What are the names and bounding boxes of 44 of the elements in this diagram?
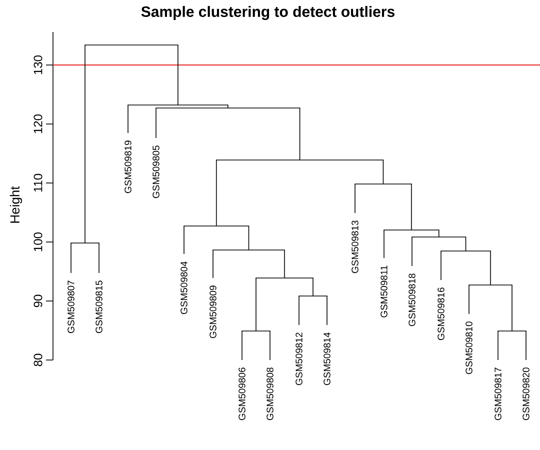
sample-label: GSM509814	[324, 332, 330, 386]
sample-label: GSM509810	[466, 322, 472, 374]
tick-label: 110	[34, 174, 42, 192]
sample-label: GSM509815	[96, 280, 102, 334]
sample-label: GSM509805	[152, 146, 160, 198]
sample-label: GSM509809	[210, 286, 216, 338]
sample-label: GSM509820	[522, 368, 530, 420]
sample-label: GSM509812	[296, 332, 302, 386]
branch-line	[70, 242, 72, 274]
branch-line	[284, 250, 285, 278]
branch-line	[98, 242, 100, 274]
branch-line	[248, 226, 250, 250]
tick-label: 120	[34, 114, 42, 134]
tick-label: 90	[34, 294, 42, 308]
branch-line	[84, 44, 86, 244]
branch-line	[312, 278, 314, 296]
sample-label: GSM509818	[408, 274, 416, 326]
sample-label: GSM509808	[266, 368, 274, 420]
branch-line	[411, 184, 412, 230]
tick-label: 100	[34, 232, 42, 252]
sample-label: GSM509807	[68, 280, 74, 334]
sample-label: GSM509817	[494, 368, 502, 420]
branch-line	[216, 160, 217, 226]
branch-line	[468, 284, 470, 314]
sample-label: GSM509806	[238, 368, 246, 420]
branch-line	[490, 250, 491, 286]
tick-label: 80	[34, 354, 42, 366]
sample-label: GSM509816	[438, 288, 444, 340]
axis-title: Height	[10, 186, 22, 223]
branch-line	[298, 296, 300, 326]
sample-label: GSM509813	[352, 220, 358, 274]
tick-label: 130	[34, 55, 42, 74]
branch-line	[299, 108, 300, 160]
branch-line	[212, 250, 214, 278]
branch-line	[465, 236, 466, 252]
branch-line	[382, 160, 384, 184]
title: Sample clustering to detect outliers	[141, 6, 394, 20]
branch-line	[326, 296, 328, 326]
sample-label: GSM509804	[180, 261, 188, 314]
branch-line	[440, 250, 442, 280]
branch-line	[438, 230, 440, 238]
sample-label: GSM509819	[124, 140, 132, 194]
branch-line	[354, 184, 356, 214]
sample-label: GSM509811	[380, 266, 388, 318]
